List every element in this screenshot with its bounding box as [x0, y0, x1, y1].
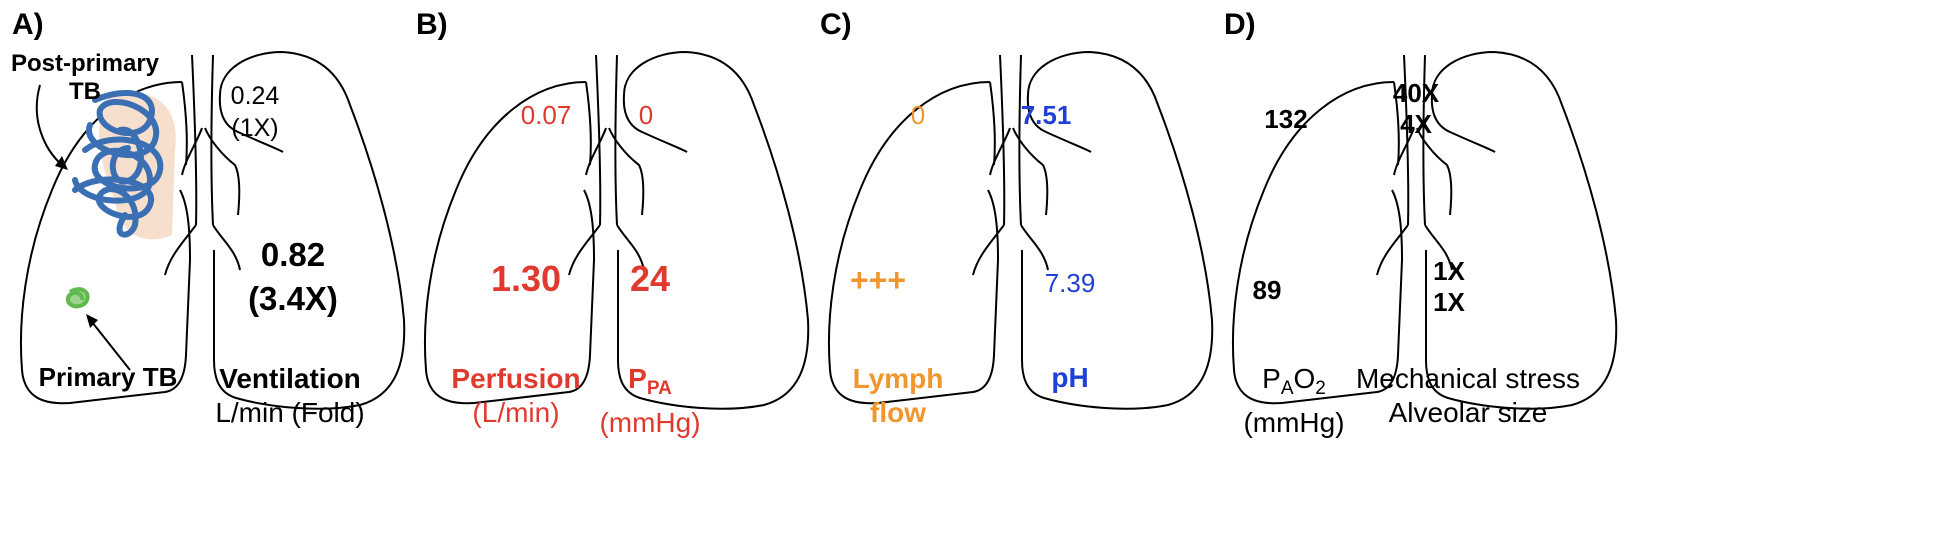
upper-lymph-value: 0: [910, 100, 926, 130]
pao2-o: O: [1293, 363, 1316, 394]
panel-letter: D): [1224, 8, 1256, 41]
upper-perfusion-value: 0.07: [520, 100, 572, 130]
lower-mechanical-stress: 1X: [1433, 256, 1465, 286]
upper-ventilation-fold: (1X): [231, 114, 279, 142]
ppa-caption-title: PPA: [599, 362, 700, 406]
upper-ventilation-number: 0.24: [230, 82, 280, 110]
lower-ventilation-number: 0.82: [260, 236, 326, 273]
lung-outline-icon: [19, 51, 406, 410]
lymph-caption-line2: flow: [870, 397, 926, 428]
upper-ppa-value: 0: [638, 100, 654, 130]
perfusion-caption-unit: (L/min): [472, 397, 560, 428]
upper-pao2-value: 132: [1264, 104, 1308, 134]
pao2-sub-a: A: [1280, 378, 1294, 399]
ppa-caption-unit: (mmHg): [599, 407, 701, 438]
panel-b: B) 0.07 0 1.30 24 Perfusion (L/min) PPA …: [404, 0, 891, 533]
lower-alveolar-size: 1X: [1433, 287, 1465, 317]
lower-ph-value: 7.39: [1044, 268, 1096, 298]
pao2-caption-title: PAO2: [1243, 362, 1344, 406]
panel-letter: B): [416, 8, 448, 41]
ppa-caption: PPA (mmHg): [599, 362, 700, 440]
lower-pao2-value: 89: [1252, 275, 1282, 305]
lower-perfusion-value: 1.30: [490, 258, 562, 299]
perfusion-caption-title: Perfusion: [451, 363, 581, 394]
ventilation-caption: Ventilation L/min (Fold): [215, 362, 364, 430]
pao2-sub-2: 2: [1315, 378, 1326, 399]
stress-caption-line2: Alveolar size: [1388, 397, 1548, 428]
lymph-caption: Lymph flow: [853, 362, 944, 430]
post-primary-label: Post-primary TB: [11, 50, 159, 106]
ppa-subscript: PA: [646, 378, 672, 399]
ventilation-caption-unit: L/min (Fold): [215, 397, 365, 428]
post-primary-label-line2: TB: [68, 78, 101, 105]
pao2-p: P: [1262, 363, 1281, 394]
panel-a: A) Post-primary TB Primary TB 0.24 (1X) …: [0, 0, 487, 533]
stress-caption: Mechanical stress Alveolar size: [1356, 362, 1580, 430]
panel-c: C) 0 7.51 +++ 7.39 Lymph flow pH: [808, 0, 1295, 533]
upper-mechanical-stress: 40X: [1392, 78, 1440, 108]
ph-caption: pH: [1051, 362, 1089, 393]
perfusion-caption: Perfusion (L/min): [451, 362, 580, 430]
pao2-caption-unit: (mmHg): [1243, 407, 1345, 438]
lower-ventilation-fold: (3.4X): [248, 280, 338, 317]
ppa-symbol: P: [628, 363, 647, 394]
post-primary-arrow: [35, 84, 63, 166]
lower-ventilation-value: 0.82 (3.4X): [248, 233, 338, 321]
primary-tb-label: Primary TB: [38, 362, 178, 392]
lower-lymph-value: +++: [849, 262, 907, 298]
post-primary-label-line1: Post-primary: [10, 50, 160, 77]
primary-arrow: [91, 321, 131, 371]
primary-lesion-icon: [65, 287, 90, 309]
lower-ppa-value: 24: [629, 258, 671, 299]
pao2-caption: PAO2 (mmHg): [1243, 362, 1344, 440]
panel-letter: A): [12, 8, 44, 41]
lower-stress-values: 1X 1X: [1433, 256, 1465, 318]
upper-ventilation-value: 0.24 (1X): [231, 80, 280, 144]
upper-ph-value: 7.51: [1020, 100, 1072, 130]
upper-stress-values: 40X 4X: [1393, 78, 1439, 140]
panel-d: D) 132 40X 4X 89 1X 1X PAO2 (mmHg) Mecha…: [1212, 0, 1699, 533]
ventilation-caption-title: Ventilation: [219, 363, 361, 394]
lymph-caption-line1: Lymph: [852, 363, 944, 394]
stress-caption-line1: Mechanical stress: [1355, 363, 1581, 394]
panel-letter: C): [820, 8, 852, 41]
upper-alveolar-size: 4X: [1400, 109, 1432, 139]
post-primary-lesion-scribble: [72, 89, 164, 238]
